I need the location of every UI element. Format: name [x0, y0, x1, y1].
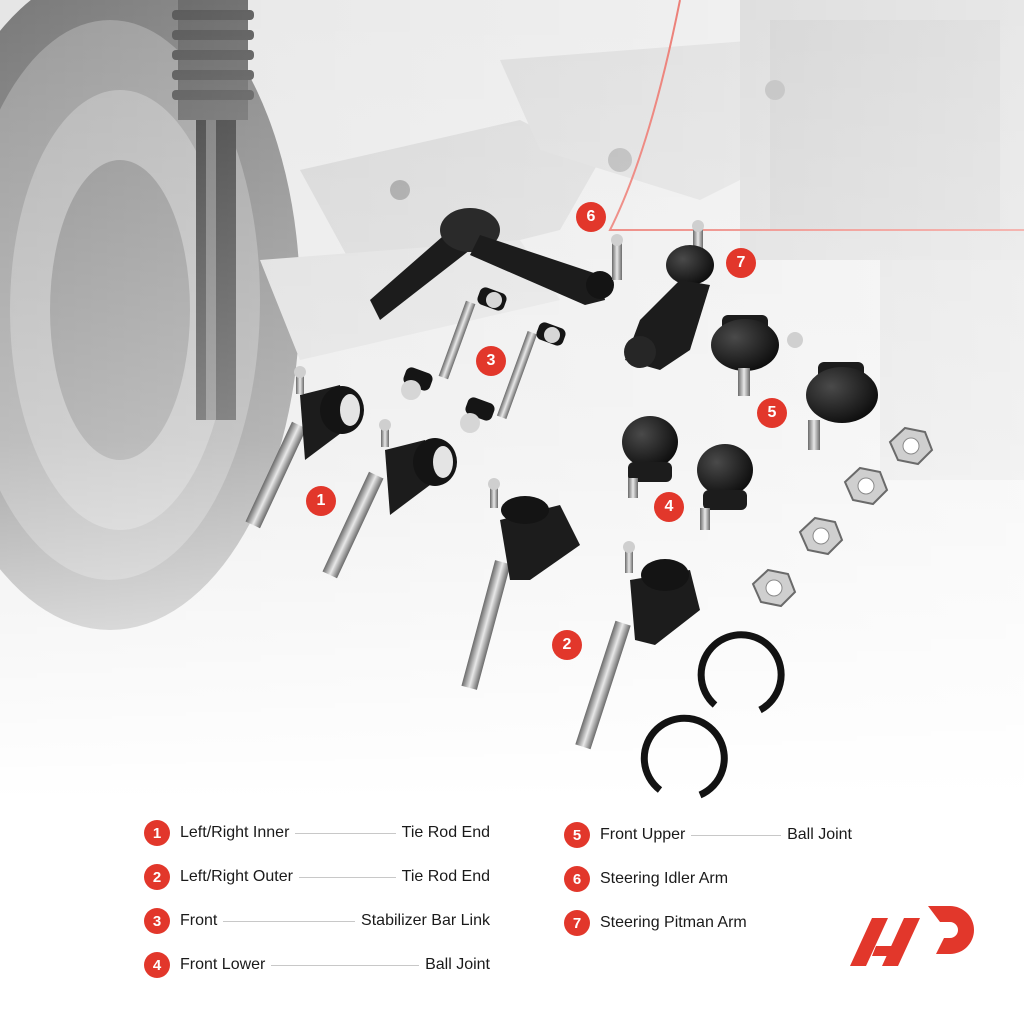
upper-ball-joint-b: [806, 362, 878, 450]
legend-position: Left/Right Outer: [180, 868, 293, 885]
legend-number: 3: [144, 908, 170, 934]
legend-leader-line: [223, 920, 356, 922]
lower-ball-joint-a: [622, 416, 678, 498]
legend-row-6: 6 Steering Idler Arm: [564, 864, 864, 894]
legend-row-5: 5 Front Upper Ball Joint: [564, 820, 852, 850]
legend-row-4: 4 Front Lower Ball Joint: [144, 950, 490, 980]
legend-position: Front Lower: [180, 956, 266, 973]
upper-ball-joint-a: [711, 315, 803, 396]
legend-position: Left/Right Inner: [180, 824, 290, 841]
legend-row-7: 7 Steering Pitman Arm: [564, 908, 864, 938]
legend-row-2: 2 Left/Right Outer Tie Rod End: [144, 862, 490, 892]
legend-row-3: 3 Front Stabilizer Bar Link: [144, 906, 490, 936]
legend-number: 6: [564, 866, 590, 892]
callout-badge-1: 1: [306, 486, 336, 516]
legend-position: Steering Pitman Arm: [600, 914, 747, 931]
pitman-arm-part: [624, 220, 714, 370]
callout-badge-3: 3: [476, 346, 506, 376]
stabilizer-link-part-b: [460, 322, 566, 433]
callout-badge-6: 6: [576, 202, 606, 232]
callout-badge-4: 4: [654, 492, 684, 522]
idler-arm-part: [370, 208, 623, 320]
legend-part-name: Ball Joint: [787, 826, 852, 843]
callout-badge-7: 7: [726, 248, 756, 278]
inner-tie-rod-end-left: [245, 366, 364, 529]
legend-number: 7: [564, 910, 590, 936]
legend-number: 1: [144, 820, 170, 846]
outer-tie-rod-end-left: [461, 478, 580, 690]
legend-leader-line: [271, 964, 420, 966]
outer-tie-rod-end-right: [575, 541, 700, 750]
lower-ball-joint-b: [697, 444, 753, 530]
legend-leader-line: [295, 832, 396, 834]
inner-tie-rod-end-right: [322, 419, 457, 579]
stabilizer-link-part-a: [401, 287, 507, 400]
legend-position: Front Upper: [600, 826, 686, 843]
suspension-photo: [0, 0, 1024, 800]
legend-part-name: Stabilizer Bar Link: [361, 912, 490, 929]
a-premium-logo-icon: [850, 906, 974, 966]
legend-number: 4: [144, 952, 170, 978]
legend-row-1: 1 Left/Right Inner Tie Rod End: [144, 818, 490, 848]
callout-badge-5: 5: [757, 398, 787, 428]
legend-position: Front: [180, 912, 218, 929]
legend-leader-line: [298, 876, 396, 878]
legend-leader-line: [691, 834, 782, 836]
legend-part-name: Tie Rod End: [401, 824, 490, 841]
legend-part-name: Tie Rod End: [401, 868, 490, 885]
legend-number: 5: [564, 822, 590, 848]
callout-badge-2: 2: [552, 630, 582, 660]
legend-part-name: Ball Joint: [425, 956, 490, 973]
legend-position: Steering Idler Arm: [600, 870, 729, 887]
legend-number: 2: [144, 864, 170, 890]
snap-rings: [640, 631, 785, 799]
